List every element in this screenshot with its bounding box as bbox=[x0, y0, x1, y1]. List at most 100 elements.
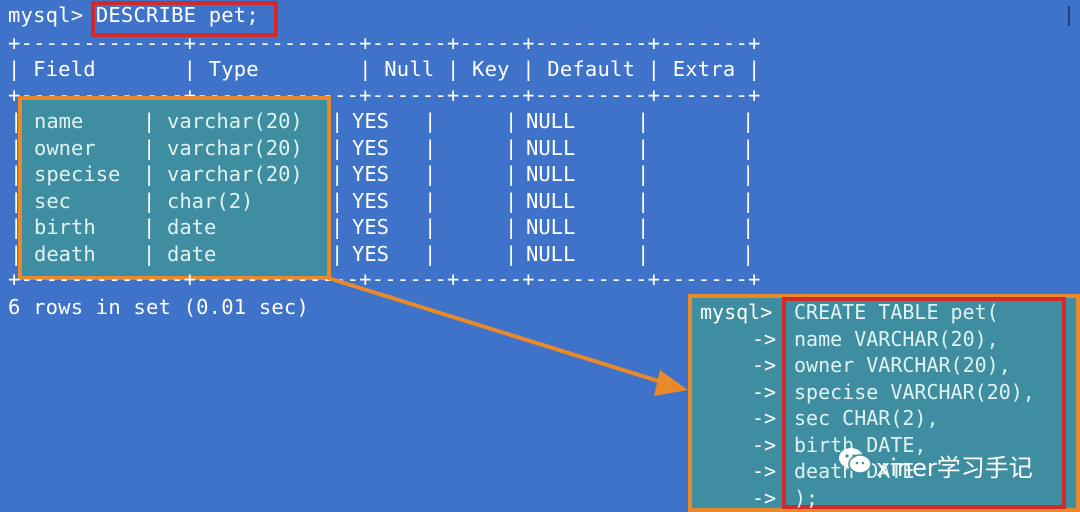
cell-type: char(2) bbox=[167, 188, 254, 213]
cell-null: YES bbox=[352, 188, 390, 213]
cell-default: NULL bbox=[526, 215, 576, 239]
cell-null: YES bbox=[352, 215, 390, 239]
cell-field: name bbox=[34, 109, 84, 133]
column-separator: | bbox=[143, 109, 156, 133]
table-top-border: +-------------+-------------+------+----… bbox=[8, 31, 761, 55]
cell-default: NULL bbox=[526, 188, 576, 213]
create-code-line: ); bbox=[794, 485, 819, 510]
create-code-line: sec CHAR(2), bbox=[794, 406, 939, 430]
column-separator: | bbox=[331, 215, 344, 239]
column-separator: | bbox=[637, 188, 650, 213]
create-code-line: name VARCHAR(20), bbox=[794, 326, 999, 351]
column-separator: | bbox=[637, 241, 650, 266]
cell-field: specise bbox=[34, 162, 121, 186]
column-separator: | bbox=[505, 188, 518, 213]
column-separator: | bbox=[331, 109, 344, 133]
table-header-row: | Field | Type | Null | Key | Default | … bbox=[8, 57, 761, 81]
continuation-prompt: -> bbox=[752, 432, 777, 457]
continuation-prompt: -> bbox=[752, 379, 777, 404]
column-separator: | bbox=[143, 162, 156, 186]
column-separator: | bbox=[742, 109, 755, 133]
column-separator: | bbox=[424, 188, 437, 213]
cell-default: NULL bbox=[526, 162, 576, 186]
continuation-prompt: -> bbox=[752, 326, 777, 351]
cell-field: death bbox=[34, 241, 96, 266]
cell-field: owner bbox=[34, 135, 96, 160]
column-separator: | bbox=[637, 162, 650, 186]
column-separator: | bbox=[742, 215, 755, 239]
create-statement-highlight-box bbox=[688, 294, 1080, 512]
cell-null: YES bbox=[352, 135, 390, 160]
arrow-head bbox=[654, 370, 688, 396]
column-separator: | bbox=[637, 135, 650, 160]
table-bottom-border: +-------------+-------------+------+----… bbox=[8, 267, 761, 291]
create-code-line: specise VARCHAR(20), bbox=[794, 379, 1035, 404]
field-type-highlight-box bbox=[18, 96, 331, 280]
create-code-highlight-box bbox=[782, 297, 1066, 509]
column-separator: | bbox=[331, 135, 344, 160]
cell-default: NULL bbox=[526, 135, 576, 160]
column-separator: | bbox=[143, 215, 156, 239]
window-edge bbox=[1064, 6, 1070, 26]
cell-type: varchar(20) bbox=[167, 135, 303, 160]
column-separator: | bbox=[505, 215, 518, 239]
column-separator: | bbox=[505, 135, 518, 160]
result-summary: 6 rows in set (0.01 sec) bbox=[8, 295, 310, 319]
column-separator: | bbox=[424, 109, 437, 133]
column-separator: | bbox=[424, 162, 437, 186]
column-separator: | bbox=[742, 135, 755, 160]
column-separator: | bbox=[143, 188, 156, 213]
column-separator: | bbox=[505, 109, 518, 133]
column-separator: | bbox=[10, 215, 23, 239]
command-highlight-box bbox=[91, 1, 278, 37]
cell-field: birth bbox=[34, 215, 96, 239]
column-separator: | bbox=[505, 162, 518, 186]
column-separator: | bbox=[424, 241, 437, 266]
column-separator: | bbox=[10, 135, 23, 160]
column-separator: | bbox=[424, 215, 437, 239]
column-separator: | bbox=[505, 241, 518, 266]
column-separator: | bbox=[10, 241, 23, 266]
cell-type: date bbox=[167, 215, 217, 239]
command-line: mysql> DESCRIBE pet; bbox=[8, 2, 259, 28]
create-code-line: CREATE TABLE pet( bbox=[794, 300, 999, 324]
wechat-icon bbox=[839, 448, 872, 474]
cell-null: YES bbox=[352, 241, 390, 266]
cell-null: YES bbox=[352, 109, 390, 133]
column-separator: | bbox=[424, 135, 437, 160]
cell-field: sec bbox=[34, 188, 72, 213]
column-separator: | bbox=[331, 188, 344, 213]
cell-default: NULL bbox=[526, 241, 576, 266]
column-separator: | bbox=[742, 162, 755, 186]
cell-null: YES bbox=[352, 162, 390, 186]
field-type-highlight-fill bbox=[22, 100, 327, 276]
column-separator: | bbox=[331, 162, 344, 186]
continuation-prompt: -> bbox=[752, 406, 777, 430]
column-separator: | bbox=[10, 109, 23, 133]
column-separator: | bbox=[637, 215, 650, 239]
column-separator: | bbox=[10, 162, 23, 186]
create-code-line: owner VARCHAR(20), bbox=[794, 353, 1011, 377]
column-separator: | bbox=[331, 241, 344, 266]
continuation-prompt: -> bbox=[752, 353, 777, 377]
column-separator: | bbox=[742, 188, 755, 213]
continuation-prompt: -> bbox=[752, 459, 777, 483]
column-separator: | bbox=[143, 241, 156, 266]
arrow-line bbox=[327, 276, 669, 386]
create-prompt: mysql> bbox=[700, 300, 773, 324]
cell-type: varchar(20) bbox=[167, 162, 303, 186]
cell-type: varchar(20) bbox=[167, 109, 303, 133]
watermark-text: xiner学习手记 bbox=[876, 454, 1033, 482]
create-statement-panel bbox=[692, 298, 1076, 508]
cell-default: NULL bbox=[526, 109, 576, 133]
create-code-line: birth DATE, bbox=[794, 432, 927, 457]
column-separator: | bbox=[742, 241, 755, 266]
continuation-prompt: -> bbox=[752, 485, 777, 510]
column-separator: | bbox=[637, 109, 650, 133]
column-separator: | bbox=[10, 188, 23, 213]
describe-command: DESCRIBE pet; bbox=[95, 3, 259, 27]
cell-type: date bbox=[167, 241, 217, 266]
create-code-line: death DATE bbox=[794, 459, 915, 483]
